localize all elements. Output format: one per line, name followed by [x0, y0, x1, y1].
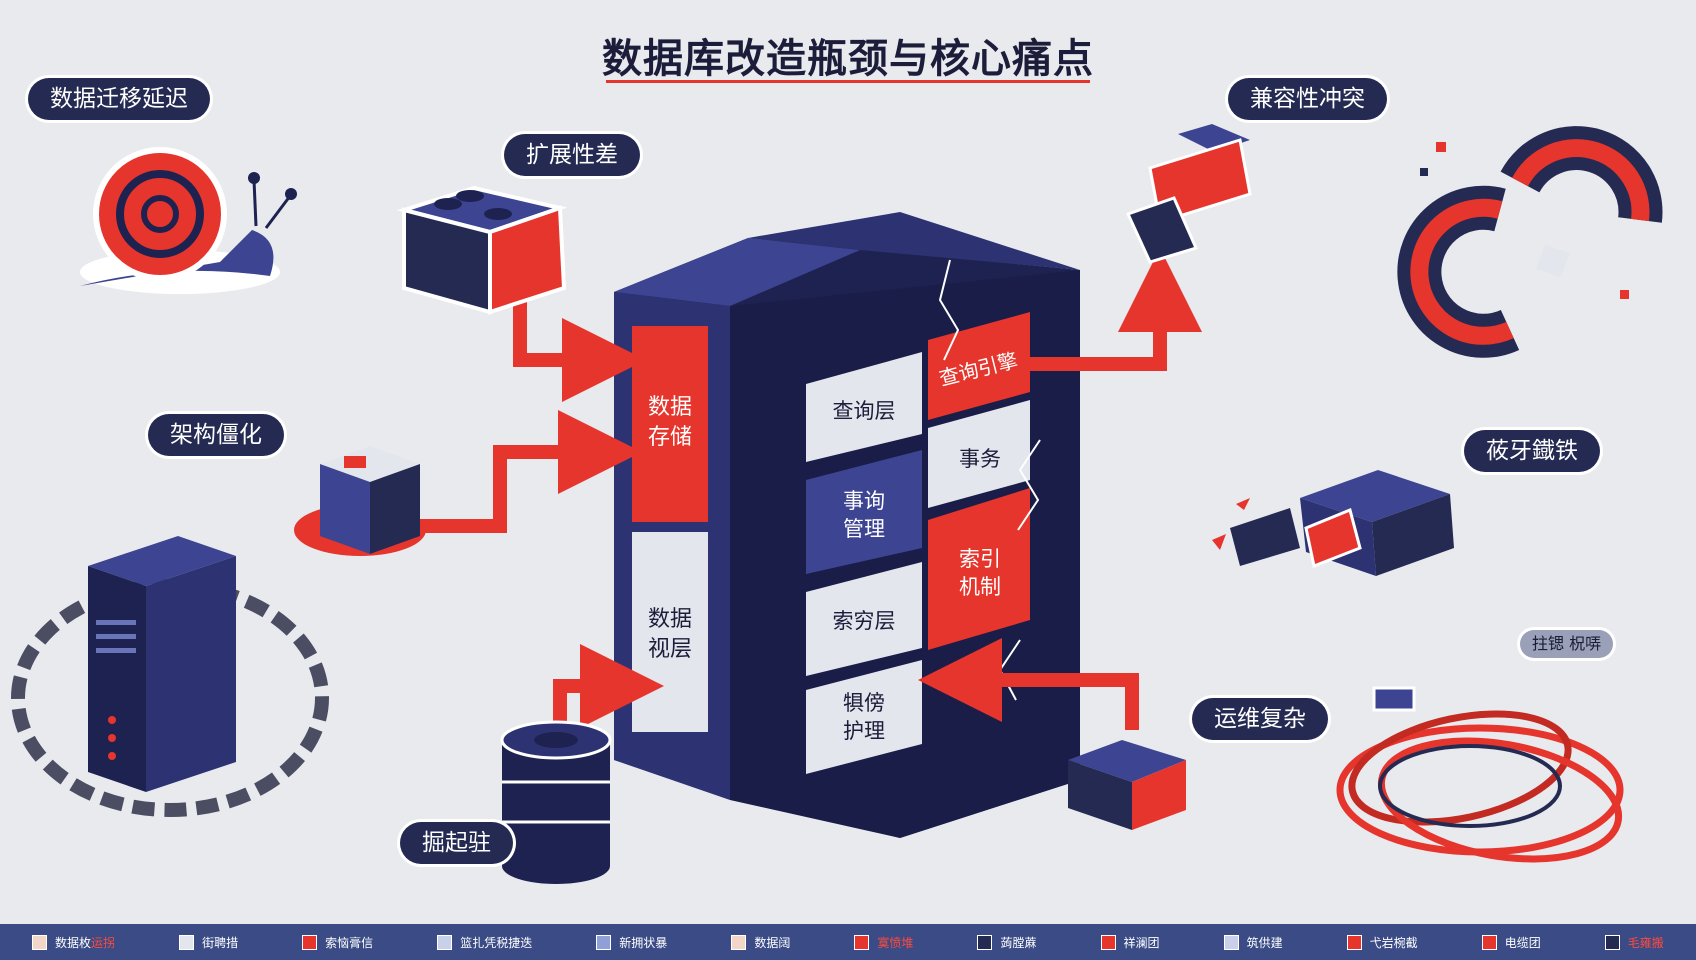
data-layer-label-1: 数据: [648, 607, 692, 632]
legend-label: 数据枚: [55, 935, 92, 950]
cube-icon: [294, 446, 426, 556]
pain-point-rigid-architecture: 架构僵化: [148, 414, 284, 456]
title-underline: [606, 80, 1090, 83]
index-layer-block: [806, 562, 922, 676]
lego-brick-icon: [396, 185, 568, 315]
chained-server-icon: [11, 536, 329, 817]
legend-swatch: [731, 934, 747, 950]
index-mechanism-label-2: 机制: [959, 575, 1001, 599]
legend-swatch: [1100, 934, 1116, 950]
legend-item: 寞愤堆: [854, 934, 913, 951]
legend-accent: 毛雍搬: [1627, 935, 1664, 950]
legend-item: 蒟膛蔴: [977, 934, 1036, 951]
data-layer-panel: [632, 532, 708, 732]
puzzle-top-icon: [1125, 124, 1252, 264]
pain-point-storage-bottom: 掘起驻: [400, 822, 513, 864]
legend-item: 毛雍搬: [1604, 934, 1664, 951]
legend-swatch: [179, 934, 195, 950]
legend-item: 数据枚运拐: [32, 934, 115, 951]
legend-swatch: [32, 934, 48, 950]
legend-label: 索恼膏信: [325, 935, 374, 950]
snail-icon: [80, 147, 297, 294]
disk-stack-icon: [500, 720, 612, 884]
arrow-scalability: [513, 302, 646, 402]
legend-item: 数据阔: [731, 934, 790, 951]
legend-label: 篮扎凭税捷迭: [460, 935, 533, 950]
backup-label-2: 护理: [843, 719, 885, 743]
legend-label: 数据阔: [754, 935, 791, 950]
legend-swatch: [302, 934, 318, 950]
legend-swatch: [1346, 934, 1362, 950]
legend-swatch: [977, 934, 993, 950]
legend-item: 篮扎凭税捷迭: [437, 934, 532, 951]
legend-swatch: [437, 934, 453, 950]
legend-item: 祥澜团: [1100, 934, 1160, 951]
pain-point-unclear-right: 莜牙鐡铁: [1464, 430, 1600, 472]
legend-item: 新拥状暴: [596, 934, 667, 951]
arrow-architecture: [420, 410, 642, 533]
legend-label: 祥澜团: [1123, 935, 1160, 950]
data-storage-label-2: 存储: [648, 425, 692, 450]
transaction-mgmt-block: [806, 450, 922, 574]
puzzle-right-icon: [1212, 470, 1454, 576]
legend-item: 索恼膏信: [302, 934, 373, 951]
legend-item: 电缆团: [1481, 934, 1541, 951]
legend-item: 街聘措: [179, 934, 238, 951]
legend-swatch: [596, 934, 612, 950]
legend-label: 新拥状暴: [619, 935, 668, 950]
page-title: 数据库改造瓶颈与核心痛点: [602, 36, 1094, 82]
legend-bar: 数据枚运拐 街聘措 索恼膏信 篮扎凭税捷迭 新拥状暴 数据阔 寞愤堆 蒟膛蔴 祥澜团 筑供建 弋岩椀…: [0, 924, 1696, 960]
data-layer-label-2: 视层: [648, 637, 692, 662]
data-storage-label-1: 数据: [648, 395, 692, 420]
query-layer-block: [806, 352, 922, 462]
query-layer-label: 查询层: [833, 399, 896, 423]
pain-point-migration-delay: 数据迁移延迟: [28, 78, 210, 120]
legend-label: 蒟膛蔴: [1000, 935, 1037, 950]
legend-label: 电缆团: [1504, 935, 1541, 950]
pain-point-scalability: 扩展性差: [504, 134, 640, 176]
transaction-mgmt-label-1: 事询: [843, 489, 885, 513]
tangled-cable-icon: [1336, 686, 1624, 863]
legend-label: 弋岩椀截: [1369, 935, 1418, 950]
broken-magnet-icon: [1397, 126, 1663, 358]
index-mechanism-label-1: 索引: [959, 547, 1001, 571]
cable-label: 拄锶 柷哢: [1520, 630, 1614, 658]
legend-swatch: [1604, 934, 1620, 950]
data-storage-panel: [632, 326, 708, 522]
legend-item: 筑供建: [1223, 934, 1283, 951]
arrows: [420, 248, 1202, 730]
pain-point-ops-complexity: 运维复杂: [1192, 698, 1328, 740]
legend-label: 街聘措: [202, 935, 239, 950]
transaction-block: [928, 400, 1030, 508]
backup-block: [806, 660, 922, 774]
legend-swatch: [1481, 934, 1497, 950]
arrow-ops: [918, 638, 1139, 730]
transaction-label: 事务: [959, 447, 1001, 471]
legend-swatch: [1223, 934, 1239, 950]
puzzle-bottom-icon: [1068, 740, 1186, 830]
transaction-mgmt-label-2: 管理: [843, 517, 885, 541]
legend-item: 弋岩椀截: [1346, 934, 1418, 951]
index-layer-label: 索穷层: [833, 609, 896, 633]
legend-label: 筑供建: [1246, 935, 1283, 950]
pain-point-compatibility: 兼容性冲突: [1228, 78, 1387, 120]
backup-label-1: 犋傍: [843, 691, 885, 715]
legend-accent: 运拐: [91, 935, 116, 950]
arrow-compatibility: [1030, 248, 1202, 371]
legend-accent: 寞愤堆: [877, 935, 914, 950]
index-mechanism-block: [928, 488, 1030, 650]
legend-swatch: [854, 934, 870, 950]
arrow-storage: [553, 644, 664, 728]
